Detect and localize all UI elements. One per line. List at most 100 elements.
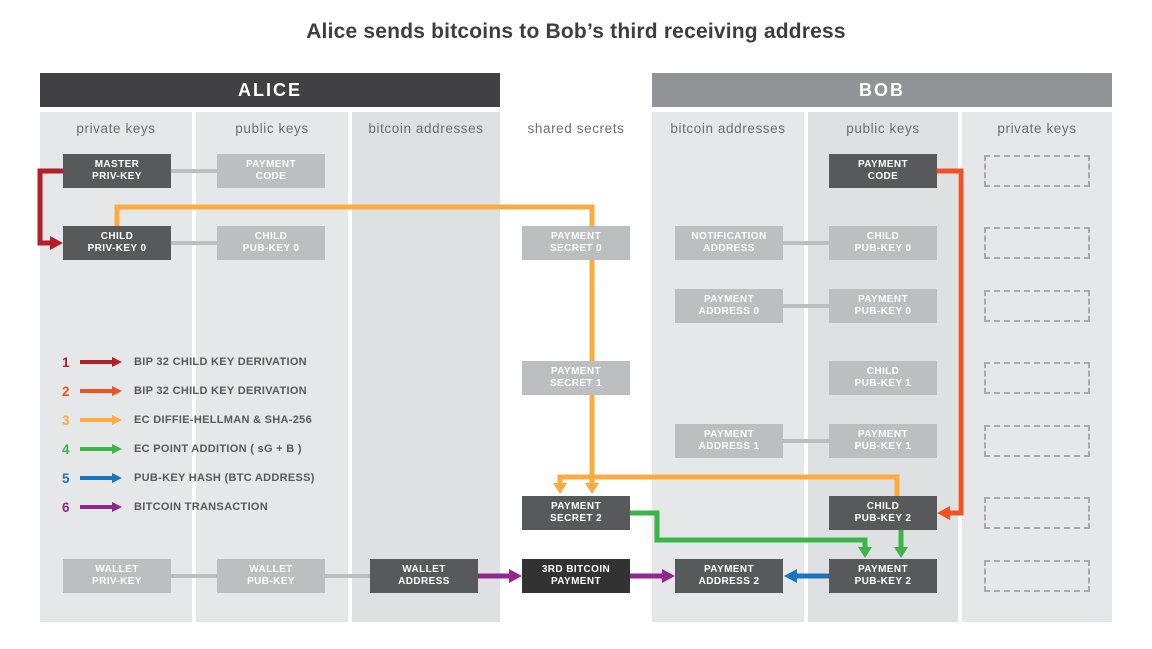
box-label-line: WALLET	[95, 563, 139, 575]
box-payment-address-2: PAYMENT ADDRESS 2	[675, 559, 783, 593]
empty-private-key-slot	[984, 155, 1090, 187]
legend-arrow-line	[80, 505, 112, 509]
box-label-line: CHILD	[866, 500, 900, 512]
legend-arrow-line	[80, 476, 112, 480]
box-label-line: ADDRESS	[398, 576, 450, 587]
box-label-line: PAYMENT	[703, 293, 755, 305]
legend-arrow-icon	[80, 386, 122, 396]
box-label-line: SECRET 1	[549, 378, 603, 389]
box-label-line: CODE	[867, 171, 899, 182]
legend-label: PUB-KEY HASH (BTC ADDRESS)	[134, 472, 315, 484]
box-label-line: PUB-KEY 2	[854, 576, 912, 587]
empty-private-key-slot	[984, 497, 1090, 529]
column-label: public keys	[846, 121, 920, 136]
legend-number: 5	[62, 470, 70, 486]
box-payment-pub-key-2: PAYMENT PUB-KEY 2	[829, 559, 937, 593]
column-label: public keys	[235, 121, 309, 136]
legend-arrowhead-icon	[112, 386, 122, 396]
legend-item: 2 BIP 32 CHILD KEY DERIVATION	[62, 381, 315, 401]
arrowhead-icon	[553, 483, 567, 494]
box-label-line: PAYMENT	[550, 365, 602, 377]
box-label-line: PAYMENT	[703, 428, 755, 440]
box-label-line: 3RD BITCOIN	[541, 563, 611, 575]
box-child-priv-key-0: CHILD PRIV-KEY 0	[63, 226, 171, 260]
legend-item: 4 EC POINT ADDITION ( sG + B )	[62, 439, 315, 459]
box-label-line: WALLET	[249, 563, 293, 575]
shared-secrets-column-label: shared secrets	[527, 121, 625, 136]
column-label: private keys	[997, 121, 1077, 136]
box-payment-address-0: PAYMENT ADDRESS 0	[675, 289, 783, 323]
box-label-line: PAYMENT	[550, 230, 602, 242]
diagram-title: Alice sends bitcoins to Bob’s third rece…	[306, 20, 846, 43]
box-label-line: PUB-KEY 0	[854, 243, 912, 254]
alice-header: ALICE	[40, 73, 500, 107]
bob-bitcoin-addresses-column: bitcoin addresses	[652, 112, 804, 622]
box-payment-pub-key-0: PAYMENT PUB-KEY 0	[829, 289, 937, 323]
box-bob-child-pub-key-2: CHILD PUB-KEY 2	[829, 496, 937, 530]
bob-private-keys-column: private keys	[962, 112, 1112, 622]
box-label-line: PUB-KEY 0	[242, 243, 300, 254]
box-label-line: CODE	[255, 171, 287, 182]
box-3rd-bitcoin-payment: 3RD BITCOIN PAYMENT	[522, 559, 630, 593]
box-wallet-priv-key: WALLET PRIV-KEY	[63, 559, 171, 593]
legend-arrow-line	[80, 360, 112, 364]
box-label-line: CHILD	[866, 230, 900, 242]
bob-header: BOB	[652, 73, 1112, 107]
box-label-line: PRIV-KEY	[92, 171, 142, 182]
legend-item: 6 BITCOIN TRANSACTION	[62, 497, 315, 517]
box-master-priv-key: MASTER PRIV-KEY	[63, 154, 171, 188]
box-label-line: PUB-KEY	[247, 576, 295, 587]
box-label-line: CHILD	[254, 230, 288, 242]
legend-number: 2	[62, 383, 70, 399]
empty-private-key-slot	[984, 290, 1090, 322]
box-label-line: PUB-KEY 1	[854, 441, 912, 452]
legend-arrowhead-icon	[112, 415, 122, 425]
box-label-line: PRIV-KEY 0	[87, 243, 147, 254]
box-label-line: PAYMENT	[703, 563, 755, 575]
empty-private-key-slot	[984, 425, 1090, 457]
box-payment-secret-0: PAYMENT SECRET 0	[522, 226, 630, 260]
box-alice-payment-code: PAYMENT CODE	[217, 154, 325, 188]
legend-arrow-line	[80, 418, 112, 422]
box-label-line: PRIV-KEY	[92, 576, 142, 587]
box-payment-secret-2: PAYMENT SECRET 2	[522, 496, 630, 530]
box-label-line: PUB-KEY 1	[854, 378, 912, 389]
box-label-line: WALLET	[402, 563, 446, 575]
legend-arrow-icon	[80, 444, 122, 454]
box-bob-child-pub-key-1: CHILD PUB-KEY 1	[829, 361, 937, 395]
box-label-line: SECRET 2	[549, 513, 603, 524]
box-label-line: PAYMENT	[857, 158, 909, 170]
column-label: private keys	[76, 121, 156, 136]
box-label-line: MASTER	[94, 158, 140, 170]
legend-label: BITCOIN TRANSACTION	[134, 501, 269, 513]
legend-arrowhead-icon	[112, 473, 122, 483]
alice-bitcoin-addresses-column: bitcoin addresses	[352, 112, 500, 622]
box-label-line: ADDRESS 1	[698, 441, 760, 452]
legend-arrow-icon	[80, 415, 122, 425]
column-label: bitcoin addresses	[670, 121, 786, 136]
empty-private-key-slot	[984, 227, 1090, 259]
box-label-line: PUB-KEY 0	[854, 306, 912, 317]
box-label-line: ADDRESS 0	[698, 306, 760, 317]
box-label-line: PAYMENT	[245, 158, 297, 170]
column-label: bitcoin addresses	[368, 121, 484, 136]
legend-arrow-line	[80, 389, 112, 393]
legend-arrowhead-icon	[112, 444, 122, 454]
box-label-line: PAYMENT	[550, 500, 602, 512]
legend-arrow-icon	[80, 473, 122, 483]
box-wallet-address: WALLET ADDRESS	[370, 559, 478, 593]
legend-label: EC DIFFIE-HELLMAN & SHA-256	[134, 414, 312, 426]
arrowhead-icon	[509, 569, 522, 583]
legend-number: 4	[62, 441, 70, 457]
box-label-line: PUB-KEY 2	[854, 513, 912, 524]
box-label-line: PAYMENT	[857, 293, 909, 305]
arrowhead-icon	[585, 483, 599, 494]
box-label-line: ADDRESS 2	[698, 576, 760, 587]
box-label-line: NOTIFICATION	[691, 230, 767, 242]
box-payment-pub-key-1: PAYMENT PUB-KEY 1	[829, 424, 937, 458]
box-wallet-pub-key: WALLET PUB-KEY	[217, 559, 325, 593]
legend-arrow-icon	[80, 357, 122, 367]
box-label-line: CHILD	[866, 365, 900, 377]
box-alice-child-pub-key-0: CHILD PUB-KEY 0	[217, 226, 325, 260]
